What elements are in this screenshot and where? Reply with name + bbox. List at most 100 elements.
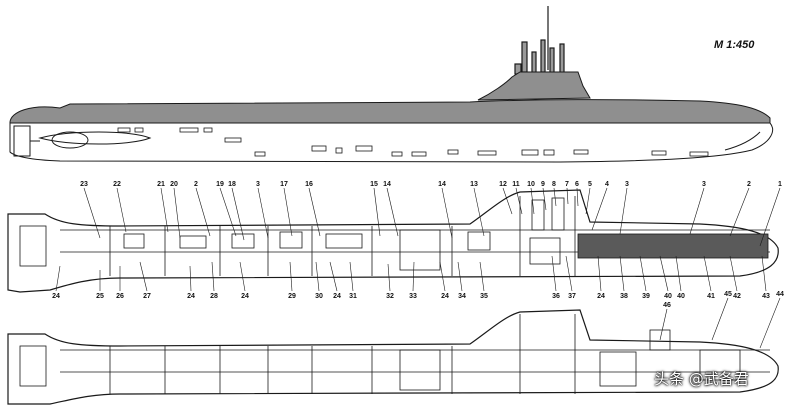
sail-masts (514, 6, 565, 75)
callout-label: 13 (470, 181, 478, 188)
callout-label: 42 (733, 293, 741, 300)
callout-leader (566, 187, 569, 205)
callout-leader (195, 187, 211, 237)
callout-label: 35 (480, 293, 488, 300)
callout-leader (761, 255, 767, 292)
callout-leader (373, 187, 381, 237)
callout-label: 2 (747, 181, 751, 188)
callout-label: 46 (663, 302, 671, 309)
callout-leader (387, 263, 391, 292)
callout-label: 3 (625, 181, 629, 188)
callout-label: 23 (80, 181, 88, 188)
callout-label: 2 (194, 181, 198, 188)
callout-leader (239, 261, 246, 292)
callout-label: 14 (383, 181, 391, 188)
callout-leader (116, 187, 127, 233)
callout-label: 21 (157, 181, 165, 188)
bow-detail (724, 131, 761, 151)
callout-label: 41 (707, 293, 715, 300)
callout-label: 19 (216, 181, 224, 188)
callout-label: 1 (778, 181, 782, 188)
callout-leader (479, 261, 485, 292)
callout-leader (386, 187, 399, 237)
callout-label: 40 (664, 293, 672, 300)
callout-label: 38 (620, 293, 628, 300)
lower-hull (7, 309, 779, 405)
callout-label: 37 (568, 293, 576, 300)
callout-leader (457, 261, 463, 292)
callout-leader (139, 261, 148, 292)
callout-label: 43 (762, 293, 770, 300)
callout-leader (173, 187, 181, 239)
callout-leader (542, 187, 547, 211)
callout-label: 24 (597, 293, 605, 300)
callout-leader (55, 265, 61, 292)
callout-label: 39 (642, 293, 650, 300)
callout-label: 6 (575, 181, 579, 188)
callout-leader (160, 187, 169, 233)
callout-leader (619, 255, 625, 292)
callout-label: 11 (512, 181, 520, 188)
callout-leader (211, 261, 215, 292)
sail (477, 71, 591, 101)
callout-label: 29 (288, 293, 296, 300)
callout-leader (283, 187, 293, 237)
callout-label: 25 (96, 293, 104, 300)
callout-label: 5 (588, 181, 592, 188)
callout-label: 20 (170, 181, 178, 188)
callout-leader (189, 265, 192, 292)
hull-deck (9, 99, 771, 124)
callout-label: 24 (441, 293, 449, 300)
callout-leader (711, 297, 729, 341)
callout-label: 15 (370, 181, 378, 188)
callout-leader (659, 308, 668, 341)
callout-label: 45 (724, 291, 732, 298)
callout-label: 8 (552, 181, 556, 188)
callout-leader (639, 255, 647, 292)
callout-label: 33 (409, 293, 417, 300)
callout-label: 18 (228, 181, 236, 188)
profile-view (9, 6, 774, 163)
callout-leader (219, 187, 237, 237)
callout-leader (473, 187, 485, 237)
callout-label: 44 (776, 291, 784, 298)
hull-hatches (117, 127, 709, 157)
watermark: 头条 @武备君 (654, 370, 749, 388)
callout-label: 3 (702, 181, 706, 188)
callout-leader (553, 187, 557, 207)
callout-label: 40 (677, 293, 685, 300)
callout-label: 24 (52, 293, 60, 300)
callout-leader (329, 261, 338, 292)
callout-leader (585, 187, 591, 215)
callout-leader (441, 187, 453, 239)
callout-label: 31 (349, 293, 357, 300)
callout-label: 34 (458, 293, 466, 300)
callout-leader (659, 255, 669, 292)
lower-section-view (7, 309, 779, 405)
callout-label: 12 (499, 181, 507, 188)
callout-label: 9 (541, 181, 545, 188)
callout-label: 30 (315, 293, 323, 300)
callout-label: 22 (113, 181, 121, 188)
callout-label: 14 (438, 181, 446, 188)
callout-leader (289, 261, 293, 292)
callout-leader (729, 187, 750, 237)
callout-leader (439, 261, 446, 292)
callout-label: 26 (116, 293, 124, 300)
callout-leader (551, 255, 557, 292)
callout-leader (257, 187, 269, 239)
callout-label: 24 (333, 293, 341, 300)
callout-label: 7 (565, 181, 569, 188)
callout-leader (576, 187, 579, 207)
scale-label: M 1:450 (714, 39, 755, 51)
callout-leader (231, 187, 245, 241)
callout-label: 27 (143, 293, 151, 300)
callout-label: 36 (552, 293, 560, 300)
callout-leader (565, 255, 573, 292)
callout-leader (619, 187, 628, 235)
callout-leader (591, 187, 608, 231)
callout-label: 3 (256, 181, 260, 188)
callout-leader (729, 255, 738, 292)
